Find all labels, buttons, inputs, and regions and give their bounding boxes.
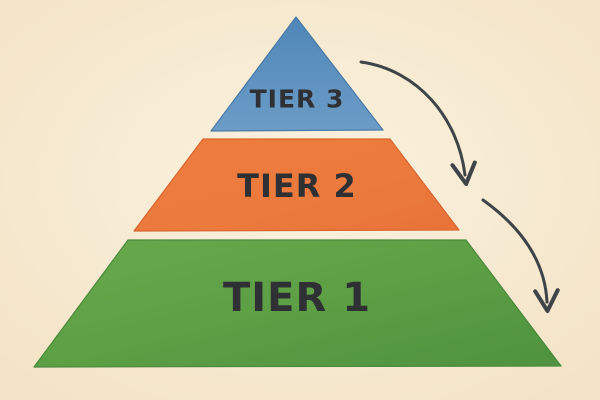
flow-arrow-upper — [359, 60, 477, 186]
tier-1-block: TIER 1 — [33, 239, 562, 368]
tier-2-block: TIER 2 — [133, 138, 460, 232]
tier-2-label: TIER 2 — [237, 167, 357, 205]
tier-3-block: TIER 3 — [210, 16, 384, 132]
tier-3-label: TIER 3 — [250, 85, 345, 114]
tier-3-shape — [210, 16, 384, 132]
tier-1-label: TIER 1 — [223, 275, 371, 321]
tier-1-shape — [33, 239, 562, 368]
tier-2-shape — [133, 138, 460, 232]
flow-arrow-lower — [481, 198, 560, 314]
